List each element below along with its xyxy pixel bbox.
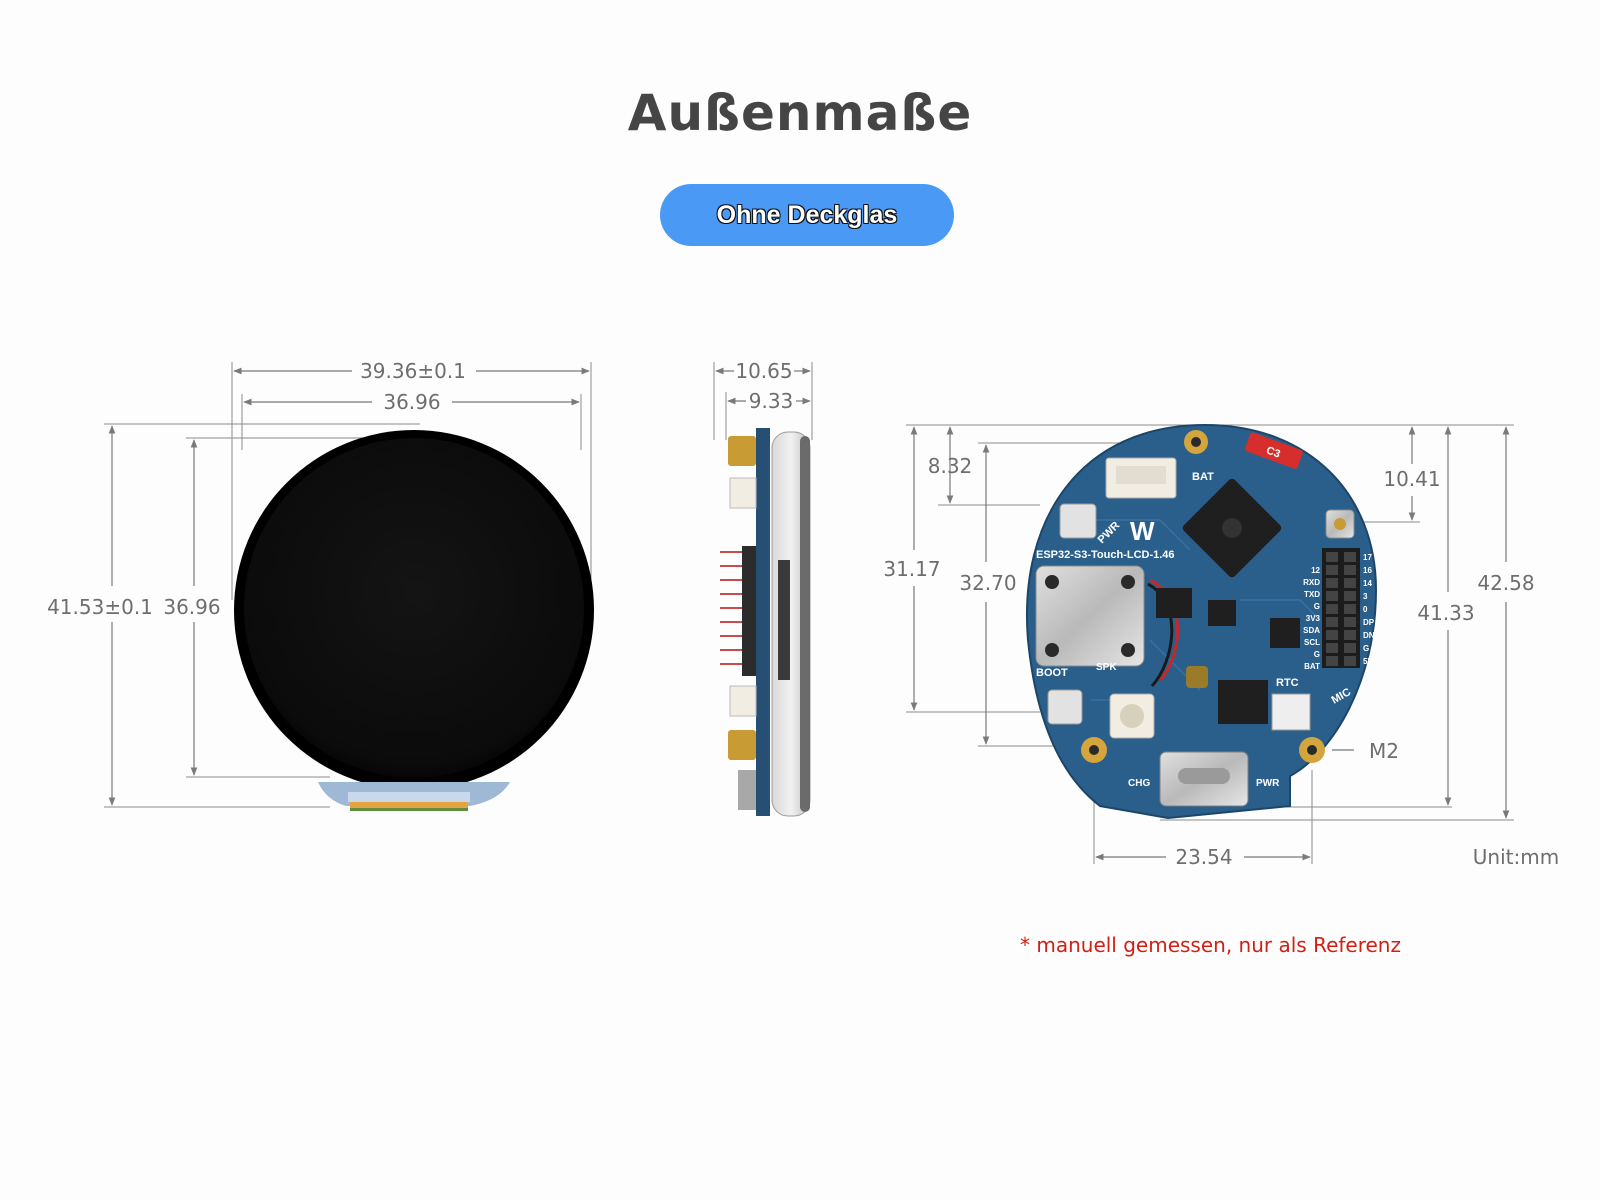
back-height-42: 42.58 bbox=[1477, 571, 1534, 595]
speaker-module bbox=[1035, 565, 1145, 667]
side-usb-connector bbox=[738, 770, 756, 810]
capacitor-c3: C3 bbox=[1244, 432, 1303, 469]
silk-bat: BAT bbox=[1192, 471, 1214, 483]
pin-label: SCL bbox=[1304, 638, 1320, 647]
display-fpc bbox=[350, 802, 468, 810]
silk-boot: BOOT bbox=[1036, 667, 1068, 679]
mount-hole-top bbox=[1184, 430, 1208, 454]
front-width-outer: 39.36±0.1 bbox=[360, 359, 466, 383]
side-pcb bbox=[756, 428, 770, 816]
side-pin-header bbox=[742, 546, 756, 676]
silk-rtc: RTC bbox=[1276, 677, 1299, 689]
mount-hole-right bbox=[1299, 737, 1325, 763]
back-height-41: 41.33 bbox=[1417, 601, 1474, 625]
pin-label: SDA bbox=[1303, 626, 1320, 635]
ic-pmu bbox=[1218, 680, 1268, 724]
pin-label: 3V3 bbox=[1306, 614, 1321, 623]
pin-label: G bbox=[1314, 650, 1320, 659]
silk-pwr2: PWR bbox=[1256, 778, 1280, 789]
side-standoff-top bbox=[728, 436, 756, 466]
pin-header bbox=[1322, 548, 1360, 668]
display-screen bbox=[244, 438, 584, 778]
boot-button bbox=[1047, 689, 1083, 725]
display-flex-strip bbox=[348, 792, 470, 802]
pin-label: RXD bbox=[1303, 578, 1320, 587]
svg-text:C3: C3 bbox=[1265, 445, 1282, 461]
front-width-inner: 36.96 bbox=[383, 390, 440, 414]
front-height-outer: 41.53±0.1 bbox=[47, 595, 153, 619]
mic-component bbox=[1186, 666, 1208, 688]
back-height-32: 32.70 bbox=[959, 571, 1016, 595]
page-title: Außenmaße bbox=[627, 84, 973, 142]
back-height-31: 31.17 bbox=[883, 557, 940, 581]
silk-spk: SPK bbox=[1096, 662, 1117, 673]
pin-label: 14 bbox=[1363, 579, 1372, 588]
side-standoff-bottom bbox=[728, 730, 756, 760]
ic-amp bbox=[1156, 588, 1192, 618]
measurement-note: * manuell gemessen, nur als Referenz bbox=[1020, 933, 1401, 957]
pin-label: G bbox=[1363, 644, 1369, 653]
unit-label: Unit:mm bbox=[1473, 845, 1559, 869]
silk-chg: CHG bbox=[1128, 778, 1150, 789]
silk-board-name: ESP32-S3-Touch-LCD-1.46 bbox=[1036, 549, 1175, 561]
back-top-offset: 8.32 bbox=[928, 454, 973, 478]
pin-label: TXD bbox=[1304, 590, 1320, 599]
pin-label: 17 bbox=[1363, 553, 1372, 562]
mount-hole-left bbox=[1081, 737, 1107, 763]
imu-chip bbox=[1270, 618, 1300, 648]
pin-label: G bbox=[1314, 602, 1320, 611]
pin-label: 5V bbox=[1363, 657, 1373, 666]
back-view: 8.32 31.17 32.70 10.41 41.33 42.58 23.54… bbox=[883, 423, 1559, 869]
side-depth-board: 9.33 bbox=[749, 389, 794, 413]
pin-label: DP bbox=[1363, 618, 1375, 627]
side-depth-total: 10.65 bbox=[735, 359, 792, 383]
pin-label: 16 bbox=[1363, 566, 1372, 575]
pin-label: DN bbox=[1363, 631, 1375, 640]
pin-label: 3 bbox=[1363, 592, 1368, 601]
back-right-offset: 10.41 bbox=[1383, 467, 1440, 491]
front-height-inner: 36.96 bbox=[163, 595, 220, 619]
waveshare-logo: W bbox=[1130, 516, 1155, 546]
pin-label: 12 bbox=[1311, 566, 1320, 575]
pwr-button bbox=[1059, 503, 1097, 539]
back-hole-label: M2 bbox=[1369, 739, 1399, 763]
back-width-holes: 23.54 bbox=[1175, 845, 1232, 869]
pin-labels-right: 17 16 14 3 0DP DN G 5V bbox=[1363, 553, 1375, 666]
tab-ohne-deckglas[interactable]: Ohne Deckglas bbox=[660, 184, 954, 246]
pin-label: BAT bbox=[1304, 662, 1320, 671]
rtc-module bbox=[1271, 693, 1311, 731]
pin-label: 0 bbox=[1363, 605, 1368, 614]
front-view: 39.36±0.1 36.96 41.53±0.1 36.96 bbox=[47, 359, 594, 811]
side-view: 10.65 9.33 bbox=[713, 359, 813, 817]
